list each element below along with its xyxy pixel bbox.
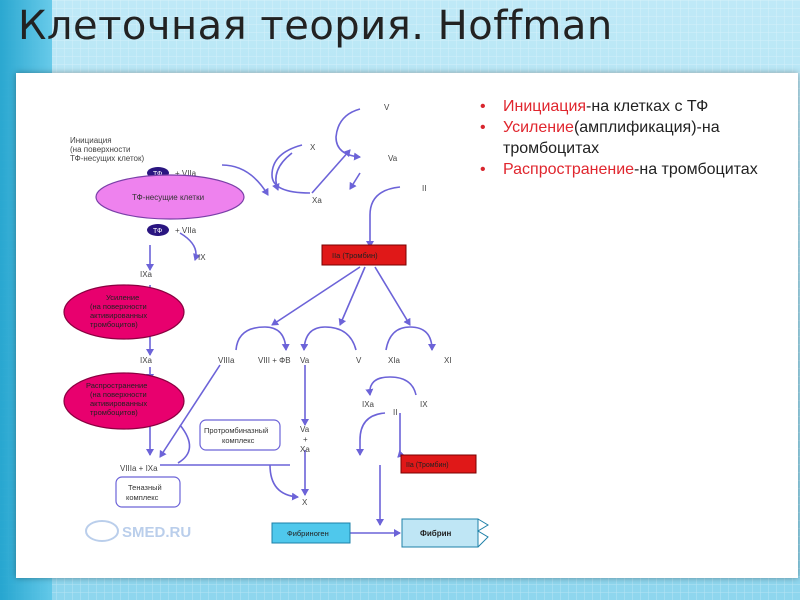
tf-badge xyxy=(147,224,169,236)
plus-label: + xyxy=(303,435,308,444)
amplification-sublabel: активированных xyxy=(90,311,147,320)
xa-label: Xa xyxy=(300,445,310,454)
v-label: V xyxy=(356,356,362,365)
v-label: V xyxy=(384,103,390,112)
watermark: SMED.RU xyxy=(85,520,191,542)
bullet-item: •Инициация-на клетках с ТФ xyxy=(480,98,709,115)
ii-label: II xyxy=(393,408,397,417)
bullet-item: •Распространение-на тромбоцитах xyxy=(480,161,758,178)
tf-cells-node xyxy=(95,174,245,220)
bullet-list: •Инициация-на клетках с ТФ •Усиление(амп… xyxy=(478,96,778,180)
viia-label: + VIIa xyxy=(175,169,197,178)
viii-fv-label: VIII + ФВ xyxy=(258,356,291,365)
propagation-node xyxy=(63,372,185,430)
va-label: Va xyxy=(300,425,310,434)
propagation-sublabel: активированных xyxy=(90,399,147,408)
ixa-label: IXa xyxy=(140,356,153,365)
tenase-sublabel: комплекс xyxy=(126,493,159,502)
propagation-sublabel: (на поверхности xyxy=(90,390,147,399)
ixa-label: IXa xyxy=(140,270,153,279)
ii-label: II xyxy=(422,184,426,193)
fibrinogen-box xyxy=(271,522,351,544)
x-label: X xyxy=(310,143,316,152)
thrombin-box xyxy=(321,244,407,266)
tf-badge-label: ТФ xyxy=(153,228,162,235)
fibrin-label: Фибрин xyxy=(420,529,451,538)
initiation-label: Инициация xyxy=(70,136,112,145)
tf-badge-label: ТФ xyxy=(153,171,162,178)
fibrin-torn-edge xyxy=(477,518,489,548)
ix-label: IX xyxy=(198,253,206,262)
bullet-dot-icon: • xyxy=(480,161,486,178)
xa-label: Xa xyxy=(312,196,322,205)
tenase-label: Теназный xyxy=(128,483,162,492)
xa-to-va-arrow xyxy=(311,149,351,194)
coagulation-diagram: Инициация (на поверхности ТФ-несущих кле… xyxy=(63,103,489,548)
amplification-sublabel: (на поверхности xyxy=(90,302,147,311)
ix-label: IX xyxy=(420,400,428,409)
arrows xyxy=(146,108,436,537)
propagation-sublabel: тромбоцитов) xyxy=(90,408,138,417)
initiation-sublabel: ТФ-несущих клеток) xyxy=(70,154,144,163)
tf-cells-label: ТФ-несущие клетки xyxy=(132,193,204,202)
amplification-label: Усиление xyxy=(106,293,139,302)
viiia-ixa-label: VIIIa + IXa xyxy=(120,464,158,473)
propagation-label: Распространение xyxy=(86,381,147,390)
x-label: X xyxy=(302,498,308,507)
initiation-sublabel: (на поверхности xyxy=(70,145,131,154)
viiia-label: VIIIa xyxy=(218,356,235,365)
prothrombinase-box xyxy=(199,419,281,451)
watermark-text: SMED.RU xyxy=(122,524,191,541)
thrombin-box xyxy=(400,454,477,474)
prothrombinase-sublabel: комплекс xyxy=(222,436,255,445)
slide-title: Клеточная теория. Hoffman 2001 xyxy=(18,3,613,113)
ixa-label: IXa xyxy=(362,400,375,409)
va-label: Va xyxy=(388,154,398,163)
xi-label: XI xyxy=(444,356,452,365)
bullet-item: •Усиление(амплификация)-на тромбоцитах xyxy=(480,119,720,157)
thrombin-label: IIa (Тромбин) xyxy=(406,461,449,469)
amplification-sublabel: тромбоцитов) xyxy=(90,320,138,329)
x-to-xa-arrow xyxy=(271,144,311,194)
prothrombinase-label: Протромбиназный xyxy=(204,426,268,435)
amplification-node xyxy=(63,284,185,340)
bullet-dot-icon: • xyxy=(480,119,486,136)
va-label: Va xyxy=(300,356,310,365)
ii-to-thrombin-arrow xyxy=(366,186,401,248)
thrombin-label: IIa (Тромбин) xyxy=(332,251,378,260)
tenase-box xyxy=(115,476,181,508)
viia-label: + VIIa xyxy=(175,226,197,235)
bullet-dot-icon: • xyxy=(480,98,486,115)
v-to-va-arrow xyxy=(335,108,361,161)
fibrinogen-label: Фибриноген xyxy=(287,529,329,538)
xia-label: XIa xyxy=(388,356,401,365)
